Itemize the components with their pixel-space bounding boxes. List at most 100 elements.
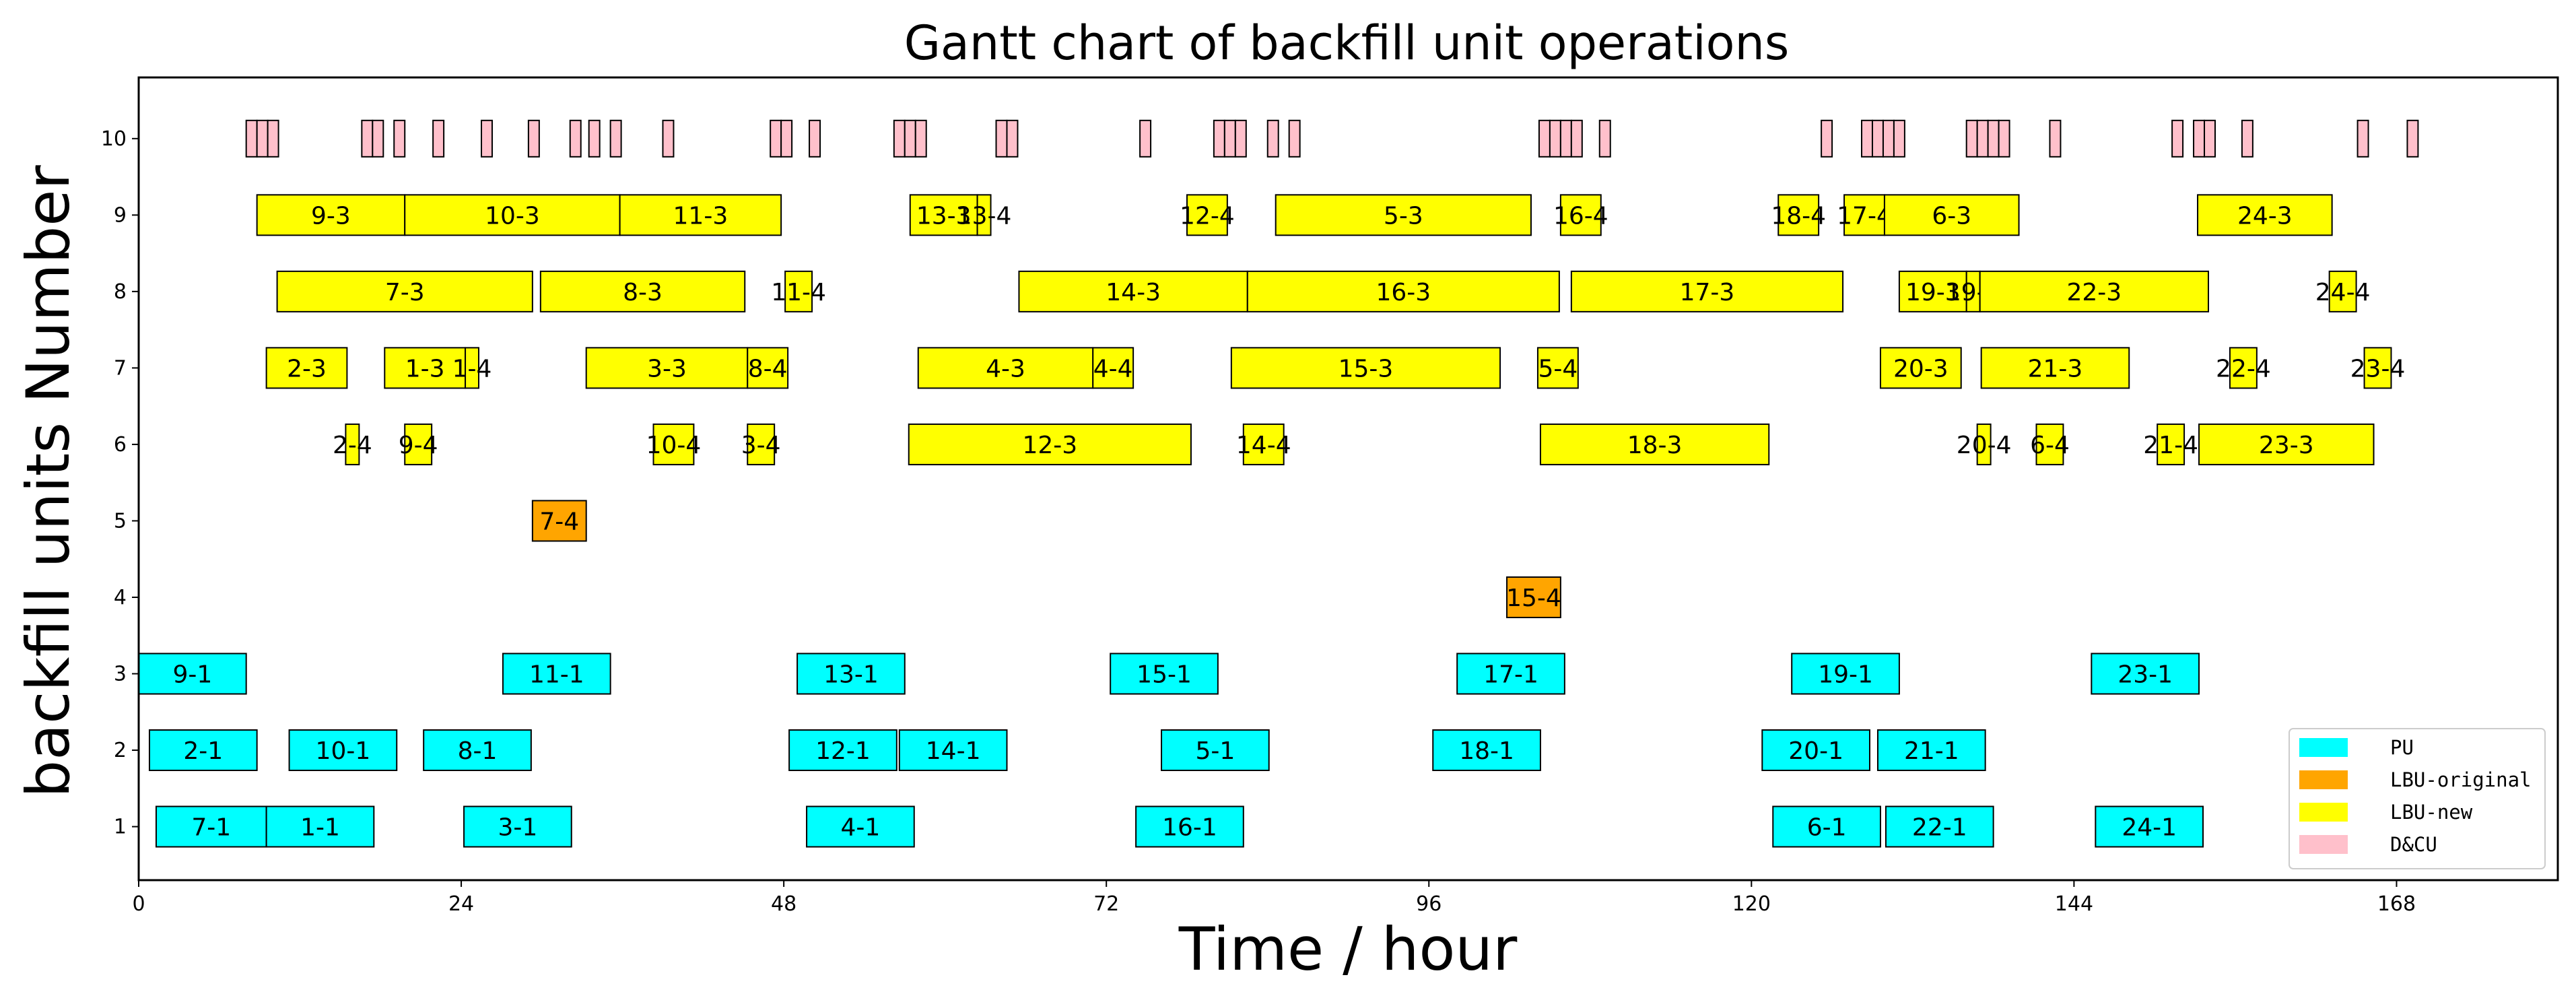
task-label: 21-1 bbox=[1904, 737, 1959, 765]
task-bar bbox=[2328, 270, 2357, 312]
task-bar bbox=[1987, 119, 2000, 158]
y-tick-label: 10 bbox=[101, 127, 127, 151]
task-bar bbox=[2095, 805, 2204, 848]
task-bar bbox=[914, 119, 927, 158]
task-bar bbox=[904, 119, 916, 158]
x-tick-label: 48 bbox=[771, 892, 796, 916]
task-bar bbox=[1139, 119, 1152, 158]
task-label: 1-1 bbox=[300, 814, 340, 842]
task-label: 10-3 bbox=[485, 202, 540, 230]
task-bar bbox=[1538, 119, 1551, 158]
task-label: 3-4 bbox=[741, 432, 781, 459]
task-label: 17-1 bbox=[1483, 661, 1538, 688]
task-bar bbox=[747, 423, 776, 465]
task-bar bbox=[1186, 194, 1228, 236]
task-bar bbox=[1539, 423, 1770, 465]
task-bar bbox=[404, 423, 433, 465]
task-bar bbox=[288, 729, 398, 772]
task-bar bbox=[1223, 119, 1236, 158]
task-bar bbox=[2198, 423, 2375, 465]
task-bar bbox=[2406, 119, 2419, 158]
task-bar bbox=[1871, 119, 1884, 158]
y-tick-label: 9 bbox=[114, 203, 127, 227]
task-label: 7-3 bbox=[385, 279, 425, 306]
x-tick-label: 144 bbox=[2055, 892, 2093, 916]
task-bar bbox=[1018, 270, 1248, 312]
task-bar bbox=[652, 423, 695, 465]
task-bar bbox=[1110, 653, 1219, 695]
task-bar bbox=[747, 347, 789, 389]
task-label: 10-1 bbox=[316, 737, 371, 765]
task-label: 8-3 bbox=[623, 279, 663, 306]
task-bar bbox=[917, 347, 1094, 389]
task-label: 7-4 bbox=[539, 508, 579, 535]
task-label: 23-4 bbox=[2350, 355, 2406, 382]
task-bar bbox=[780, 119, 793, 158]
task-bar bbox=[2035, 423, 2064, 465]
y-tick-label: 1 bbox=[114, 816, 127, 839]
task-label: 22-1 bbox=[1912, 814, 1967, 842]
task-bar bbox=[276, 270, 533, 312]
task-bar bbox=[432, 119, 445, 158]
task-bar bbox=[1791, 653, 1900, 695]
task-bar bbox=[256, 119, 269, 158]
task-label: 13-4 bbox=[957, 202, 1012, 230]
task-bar bbox=[898, 729, 1008, 772]
task-bar bbox=[809, 119, 821, 158]
task-bar bbox=[384, 347, 467, 389]
task-label: 11-4 bbox=[771, 279, 826, 306]
task-bar bbox=[527, 119, 540, 158]
task-bar bbox=[502, 653, 611, 695]
task-label: 7-1 bbox=[191, 814, 231, 842]
task-bar bbox=[267, 119, 279, 158]
task-bar bbox=[1288, 119, 1301, 158]
task-label: 15-3 bbox=[1338, 355, 1394, 382]
task-label: 1-4 bbox=[452, 355, 492, 382]
task-label: 12-1 bbox=[815, 737, 871, 765]
task-label: 24-4 bbox=[2315, 279, 2371, 306]
task-bar bbox=[1092, 347, 1134, 389]
task-bar bbox=[245, 119, 258, 158]
y-axis-label: backfill units Number bbox=[13, 165, 83, 798]
task-bar bbox=[619, 194, 782, 236]
task-label: 5-4 bbox=[1538, 355, 1578, 382]
chart-title: Gantt chart of backfill unit operations bbox=[904, 15, 1790, 71]
task-bar bbox=[1213, 119, 1225, 158]
task-bar bbox=[2091, 653, 2200, 695]
task-bar bbox=[995, 119, 1008, 158]
task-label: 22-3 bbox=[2066, 279, 2122, 306]
task-label: 18-3 bbox=[1627, 432, 1683, 459]
task-label: 20-4 bbox=[1957, 432, 2012, 459]
task-bar bbox=[465, 347, 480, 389]
task-bar bbox=[1882, 119, 1895, 158]
task-bar bbox=[1266, 119, 1279, 158]
task-bar bbox=[1772, 805, 1881, 848]
task-bar bbox=[1976, 119, 1989, 158]
task-label: 6-4 bbox=[2030, 432, 2070, 459]
task-label: 21-4 bbox=[2143, 432, 2198, 459]
task-label: 4-3 bbox=[986, 355, 1025, 382]
task-label: 3-1 bbox=[498, 814, 537, 842]
task-bar bbox=[609, 119, 622, 158]
task-label: 10-4 bbox=[646, 432, 702, 459]
task-bar bbox=[2241, 119, 2253, 158]
task-bar bbox=[909, 194, 978, 236]
task-bar bbox=[784, 270, 813, 312]
task-bar bbox=[148, 729, 258, 772]
task-label: 16-1 bbox=[1162, 814, 1217, 842]
task-label: 12-4 bbox=[1180, 202, 1235, 230]
task-label: 19-3 bbox=[1905, 279, 1961, 306]
task-label: 9-3 bbox=[311, 202, 351, 230]
task-bar bbox=[1275, 194, 1532, 236]
task-bar bbox=[1456, 653, 1565, 695]
task-bar bbox=[806, 805, 915, 848]
task-label: 17-4 bbox=[1837, 202, 1892, 230]
task-bar bbox=[372, 119, 384, 158]
task-label: 11-1 bbox=[529, 661, 584, 688]
task-bar bbox=[770, 119, 782, 158]
task-label: 5-1 bbox=[1195, 737, 1235, 765]
task-bar bbox=[2357, 119, 2369, 158]
